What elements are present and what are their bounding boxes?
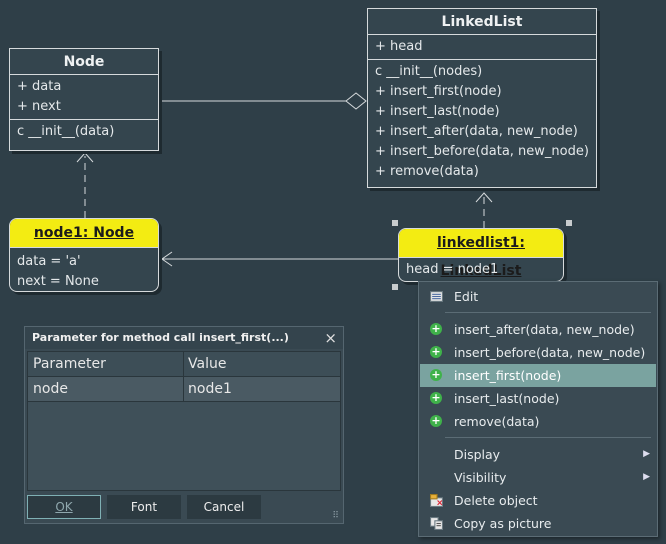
linkedlist-class-box[interactable]: LinkedList + head c __init__(nodes) + in… — [367, 8, 597, 188]
ok-button[interactable]: OK — [27, 495, 101, 519]
menu-item-label: insert_before(data, new_node) — [454, 345, 646, 360]
menu-item-label: insert_after(data, new_node) — [454, 322, 635, 337]
node-class-box[interactable]: Node + data + next c __init__(data) — [9, 48, 159, 151]
close-icon[interactable]: × — [324, 329, 337, 347]
parameter-value-cell[interactable]: node1 — [188, 381, 232, 397]
column-header-parameter: Parameter — [28, 352, 184, 376]
menu-item-label: insert_first(node) — [454, 368, 562, 383]
object-field: head = node1 — [406, 262, 499, 277]
linkedlist-class-attributes: + head — [368, 35, 596, 60]
menu-item-insert-before[interactable]: + insert_before(data, new_node) — [420, 341, 656, 364]
menu-item-label: Delete object — [454, 493, 538, 508]
parameter-table: Parameter Value node node1 — [27, 351, 341, 491]
linkedlist-class-name: LinkedList — [368, 9, 596, 35]
copy-icon — [430, 517, 443, 530]
node-attribute: + data — [17, 79, 62, 94]
node1-object-title: node1: Node — [10, 219, 158, 248]
submenu-arrow-icon: ▶ — [643, 449, 650, 459]
font-button[interactable]: Font — [107, 495, 181, 519]
linkedlist-method: + insert_before(data, new_node) — [375, 144, 589, 159]
plus-icon: + — [430, 368, 442, 381]
menu-item-label: Copy as picture — [454, 516, 552, 531]
menu-item-insert-after[interactable]: + insert_after(data, new_node) — [420, 318, 656, 341]
object-field: next = None — [17, 274, 99, 289]
column-header-value: Value — [188, 356, 227, 372]
table-header: Parameter Value — [28, 352, 340, 377]
plus-icon: + — [430, 345, 442, 358]
submenu-arrow-icon: ▶ — [643, 472, 650, 482]
parameter-name-cell: node — [28, 377, 184, 401]
context-menu: Edit + insert_after(data, new_node) + in… — [418, 281, 658, 537]
node1-object-fields: data = 'a' next = None — [10, 248, 158, 291]
edit-icon — [430, 291, 443, 302]
cancel-button[interactable]: Cancel — [187, 495, 261, 519]
parameter-dialog: Parameter for method call insert_first(.… — [24, 326, 344, 524]
menu-item-copy-as-picture[interactable]: Copy as picture — [420, 512, 656, 535]
resize-grip-icon[interactable]: ⠿ — [332, 511, 339, 521]
menu-item-insert-first[interactable]: + insert_first(node) — [420, 364, 656, 387]
linkedlist-method: + insert_first(node) — [375, 84, 502, 99]
menu-item-label: insert_last(node) — [454, 391, 560, 406]
menu-item-delete-object[interactable]: Delete object — [420, 489, 656, 512]
selection-handle[interactable] — [392, 220, 398, 226]
plus-icon: + — [430, 391, 442, 404]
object-field: data = 'a' — [17, 254, 81, 269]
menu-separator — [445, 437, 651, 438]
plus-icon: + — [430, 414, 442, 427]
linkedlist1-object-fields: head = node1 — [399, 258, 563, 281]
menu-item-label: Edit — [454, 289, 479, 304]
linkedlist1-object-title: linkedlist1: LinkedList — [399, 229, 563, 279]
menu-separator — [445, 312, 651, 313]
plus-icon: + — [430, 322, 442, 335]
node-class-methods: c __init__(data) — [10, 120, 158, 144]
delete-icon — [430, 494, 443, 507]
linkedlist-method: c __init__(nodes) — [375, 64, 483, 79]
menu-item-label: remove(data) — [454, 414, 540, 429]
selection-handle[interactable] — [392, 284, 398, 290]
node-attribute: + next — [17, 99, 61, 114]
menu-item-label: Visibility — [454, 470, 507, 485]
dialog-title: Parameter for method call insert_first(.… — [25, 327, 343, 349]
menu-item-display[interactable]: Display ▶ — [420, 443, 656, 466]
linkedlist1-object-box[interactable]: linkedlist1: LinkedList head = node1 — [398, 228, 564, 282]
node1-object-box[interactable]: node1: Node data = 'a' next = None — [9, 218, 159, 292]
linkedlist-attribute: + head — [375, 39, 423, 54]
node-class-name: Node — [10, 49, 158, 75]
linkedlist-class-methods: c __init__(nodes) + insert_first(node) +… — [368, 60, 596, 184]
node-class-attributes: + data + next — [10, 75, 158, 120]
linkedlist-method: + remove(data) — [375, 164, 479, 179]
table-row[interactable]: node node1 — [28, 377, 340, 402]
menu-item-remove[interactable]: + remove(data) — [420, 410, 656, 433]
menu-item-label: Display — [454, 447, 501, 462]
node-method: c __init__(data) — [17, 124, 115, 139]
linkedlist-method: + insert_last(node) — [375, 104, 500, 119]
menu-item-visibility[interactable]: Visibility ▶ — [420, 466, 656, 489]
menu-item-insert-last[interactable]: + insert_last(node) — [420, 387, 656, 410]
selection-handle[interactable] — [566, 220, 572, 226]
linkedlist-method: + insert_after(data, new_node) — [375, 124, 578, 139]
menu-item-edit[interactable]: Edit — [420, 285, 656, 308]
